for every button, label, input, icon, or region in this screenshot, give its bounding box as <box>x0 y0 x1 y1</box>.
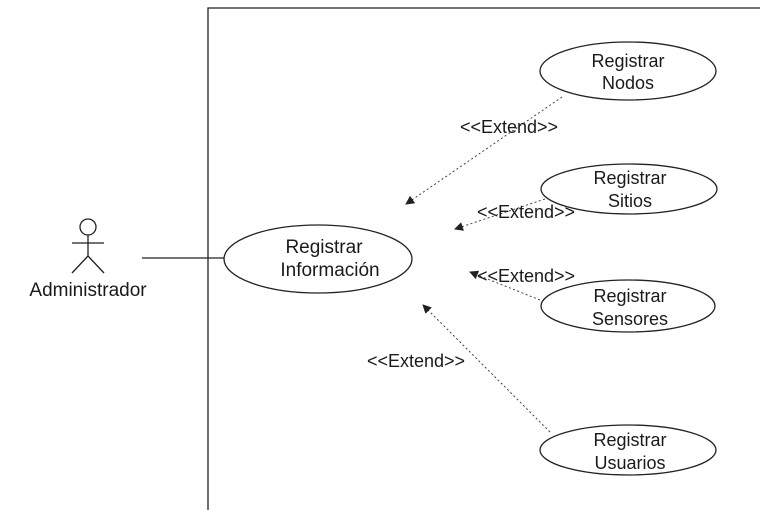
use-case-label-line2: Usuarios <box>594 453 665 473</box>
use-case-registrar-sitios[interactable]: Registrar Sitios <box>540 163 718 215</box>
extend-arrow-nodos <box>405 96 563 205</box>
actor-administrador[interactable]: Administrador <box>29 218 147 301</box>
use-case-label-line1: Registrar <box>593 286 666 306</box>
use-case-label-line1: Registrar <box>285 237 363 258</box>
extend-label-nodos: <<Extend>> <box>460 117 558 137</box>
extend-label-sitios: <<Extend>> <box>477 202 575 222</box>
use-case-label-line2: Nodos <box>602 73 654 93</box>
actor-label: Administrador <box>29 280 147 301</box>
system-boundary <box>207 7 760 510</box>
extend-arrow-usuarios <box>422 304 551 433</box>
use-case-registrar-sensores[interactable]: Registrar Sensores <box>540 279 716 333</box>
use-case-label-line2: Sensores <box>592 309 668 329</box>
extend-arrow-sensores <box>469 270 541 301</box>
extend-label-usuarios: <<Extend>> <box>367 351 465 371</box>
use-case-label-line1: Registrar <box>593 430 666 450</box>
use-case-label-line2: Información <box>280 260 379 281</box>
stick-figure-icon <box>71 218 105 274</box>
use-case-label-line2: Sitios <box>608 191 652 211</box>
use-case-registrar-usuarios[interactable]: Registrar Usuarios <box>539 424 717 476</box>
use-case-label-line1: Registrar <box>593 168 666 188</box>
use-case-registrar-nodos[interactable]: Registrar Nodos <box>539 41 717 101</box>
use-case-label-line1: Registrar <box>591 51 664 71</box>
use-case-registrar-informacion[interactable]: Registrar Información <box>223 224 413 294</box>
extend-label-sensores: <<Extend>> <box>477 266 575 286</box>
